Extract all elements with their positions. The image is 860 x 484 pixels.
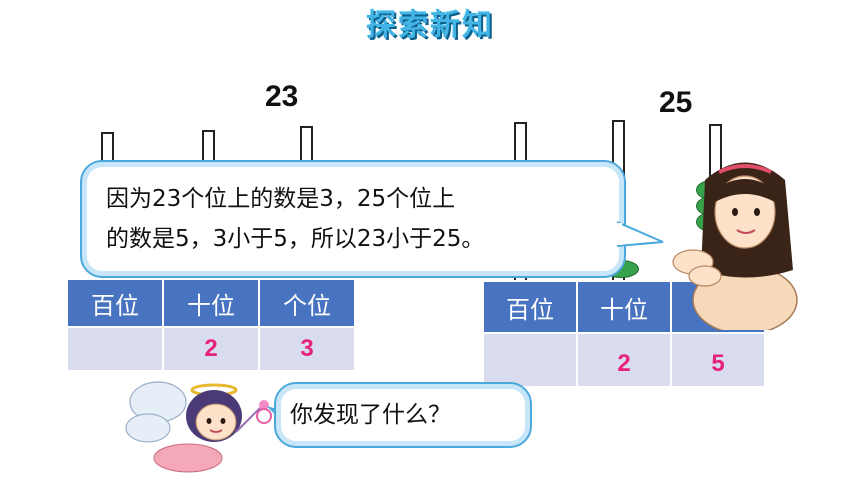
header-hundreds: 百位 xyxy=(66,278,164,328)
header-ones: 个位 xyxy=(258,278,356,328)
question-text: 你发现了什么？ xyxy=(290,402,451,428)
right-number: 25 xyxy=(659,86,693,119)
header-hundreds: 百位 xyxy=(482,280,578,334)
value-ones: 3 xyxy=(258,326,356,372)
page-title: 探索新知 xyxy=(366,8,494,43)
girl-illustration xyxy=(672,162,798,330)
left-number: 23 xyxy=(265,80,299,113)
value-hundreds xyxy=(482,332,578,388)
explanation-line-2: 的数是5，3小于5，所以23小于25。 xyxy=(106,226,485,252)
value-tens: 2 xyxy=(576,332,672,388)
place-value-table-left: 百位 十位 个位 2 3 xyxy=(66,278,356,372)
value-hundreds xyxy=(66,326,164,372)
question-bubble: 你发现了什么？ xyxy=(274,382,532,448)
value-tens: 2 xyxy=(162,326,260,372)
explanation-line-1: 因为23个位上的数是3，25个位上 xyxy=(106,186,456,212)
fairy-illustration xyxy=(125,381,269,473)
header-tens: 十位 xyxy=(162,278,260,328)
value-ones: 5 xyxy=(670,332,766,388)
bubble-tail xyxy=(617,220,664,248)
header-tens: 十位 xyxy=(576,280,672,334)
explanation-bubble: 因为23个位上的数是3，25个位上 的数是5，3小于5，所以23小于25。 xyxy=(80,160,626,278)
